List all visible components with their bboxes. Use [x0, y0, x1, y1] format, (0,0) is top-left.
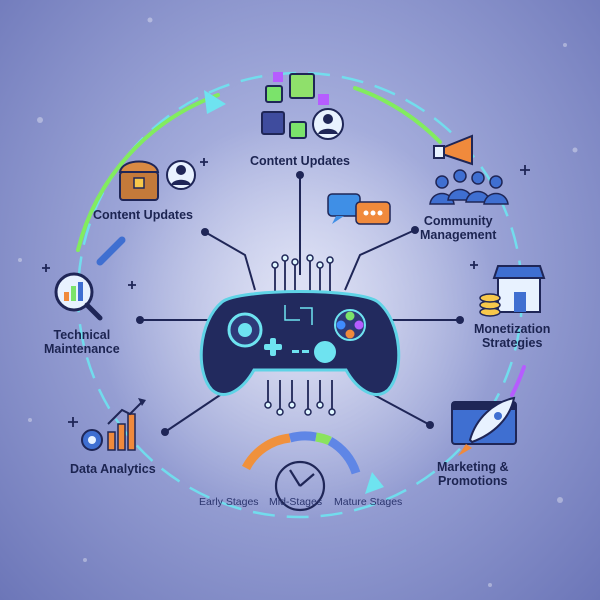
node-label-community-management: Community Management — [420, 214, 496, 242]
node-label-left-content-updates: Content Updates — [93, 208, 193, 222]
node-label-monetization-strategies: Monetization Strategies — [474, 322, 550, 350]
stage-label-early: Early Stages — [199, 496, 259, 508]
arrowhead-top — [204, 90, 226, 114]
node-label-top-content-updates: Content Updates — [250, 154, 350, 168]
stage-label-mature: Mature Stages — [334, 496, 402, 508]
node-label-technical-maintenance: Technical Maintenance — [44, 328, 120, 356]
node-label-marketing-promotions: Marketing & Promotions — [437, 460, 509, 488]
community-group-icon — [430, 170, 508, 204]
purple-arc — [512, 367, 524, 395]
node-label-data-analytics: Data Analytics — [70, 462, 156, 476]
content-cubes-icon — [262, 72, 343, 139]
stage-label-mid: Mid-Stages — [269, 496, 322, 508]
rocket-browser-icon — [452, 398, 516, 456]
